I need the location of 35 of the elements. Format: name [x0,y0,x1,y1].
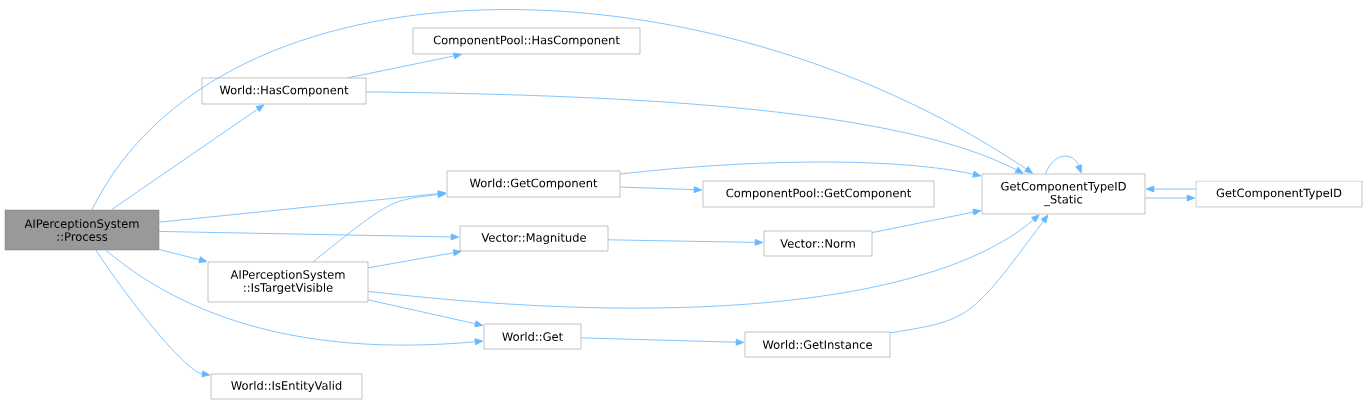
function-box: World::Get [483,323,582,350]
arrow [367,214,1040,309]
function-box: Vector::Norm [763,230,873,257]
arrow [110,104,265,211]
arrow [889,214,1049,334]
arrow [105,249,484,346]
arrow [365,91,1024,174]
function-box: AIPerceptionSystem ::Process [4,209,160,251]
function-box: ComponentPool::GetComponent [702,180,935,208]
function-box: Vector::Magnitude [459,225,609,252]
arrow [1045,155,1082,175]
arrow [312,191,447,263]
arrow [619,186,703,194]
arrow [367,299,484,328]
arrow [580,337,745,346]
arrow [871,208,982,233]
arrow [619,161,982,178]
function-box: GetComponentTypeID _Static [981,173,1146,215]
function-box: AIPerceptionSystem ::IsTargetVisible [207,261,369,303]
arrow [607,239,764,246]
arrow [1144,194,1196,202]
function-box: World::GetComponent [446,170,621,198]
function-box: GetComponentTypeID [1195,180,1363,208]
arrow [158,249,208,263]
arrow [367,249,462,269]
arrow [158,190,447,223]
function-box: World::HasComponent [201,77,367,105]
arrow [95,249,211,378]
arrow [347,52,462,79]
function-box: ComponentPool::HasComponent [412,27,641,55]
arrow [91,9,1033,211]
arrow [158,231,460,241]
function-box: World::GetInstance [744,331,891,358]
arrow [1145,185,1197,193]
function-box: World::IsEntityValid [210,373,363,400]
